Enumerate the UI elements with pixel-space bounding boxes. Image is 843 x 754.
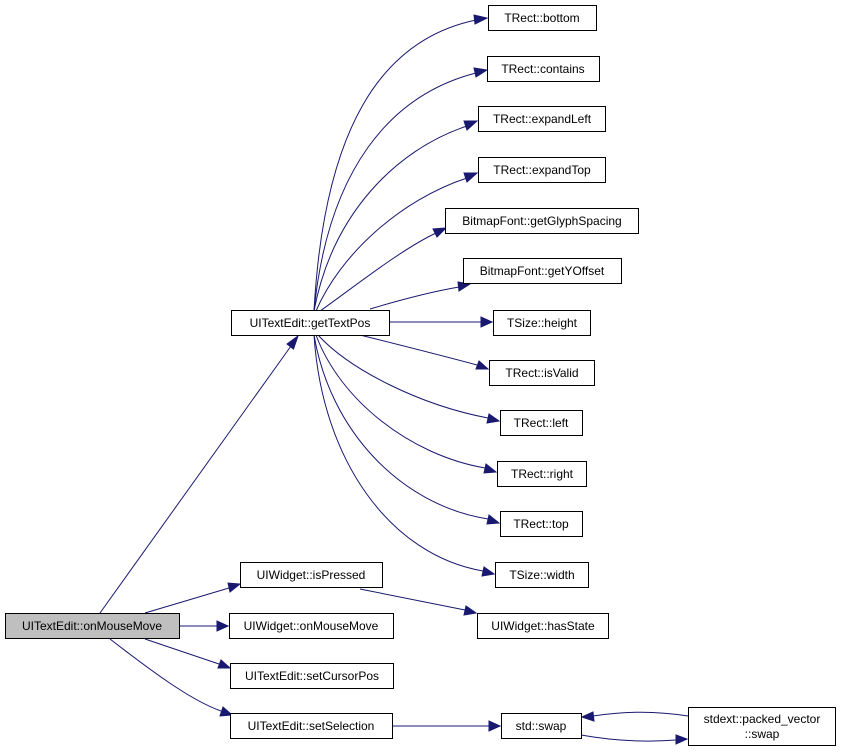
node-uiwidget-hasstate[interactable]: UIWidget::hasState <box>477 613 609 639</box>
node-uiwidget-ispressed[interactable]: UIWidget::isPressed <box>240 562 383 588</box>
node-label: UITextEdit::setSelection <box>248 719 375 733</box>
edge-swap-packedvector <box>580 734 677 742</box>
node-label: std::swap <box>516 719 567 733</box>
arrow-isvalid <box>475 360 490 370</box>
edge-gettextpos-top <box>313 334 489 520</box>
edge-gettextpos-bottom <box>313 19 477 312</box>
node-label: TRect::top <box>513 517 569 531</box>
node-label: TRect::expandTop <box>493 163 591 177</box>
arrow-expandtop <box>463 172 479 183</box>
node-uiwidget-onmousemove[interactable]: UIWidget::onMouseMove <box>229 613 394 639</box>
node-label-line2: ::swap <box>745 727 780 741</box>
node-trect-bottom[interactable]: TRect::bottom <box>488 5 597 31</box>
node-trect-isvalid[interactable]: TRect::isValid <box>489 360 595 386</box>
node-label: TSize::width <box>509 568 574 582</box>
arrow-ispressed <box>227 582 242 593</box>
node-label: UIWidget::onMouseMove <box>244 619 379 633</box>
node-label: TRect::bottom <box>504 11 579 25</box>
arrow-contains <box>473 67 489 78</box>
edge-gettextpos-expandleft <box>313 125 468 312</box>
arrow-widgetonmousemove <box>216 620 230 632</box>
arrow-gettextpos <box>286 334 299 350</box>
arrow-hasstate <box>463 605 478 616</box>
node-stdext-packed-vector-swap[interactable]: stdext::packed_vector ::swap <box>688 707 836 746</box>
node-label: TSize::height <box>507 316 578 330</box>
node-label: TRect::isValid <box>505 366 578 380</box>
node-trect-contains[interactable]: TRect::contains <box>487 56 600 82</box>
node-label: UIWidget::hasState <box>491 619 595 633</box>
node-std-swap[interactable]: std::swap <box>501 713 582 739</box>
edge-gettextpos-contains <box>313 72 477 312</box>
node-label: TRect::left <box>514 416 569 430</box>
edge-gettextpos-expandtop <box>315 177 468 312</box>
node-tsize-width[interactable]: TSize::width <box>495 562 589 588</box>
edge-packedvector-swap <box>592 711 689 717</box>
edge-onmousemove-setcursorpos <box>144 638 220 665</box>
edge-gettextpos-left <box>317 334 489 419</box>
node-trect-right[interactable]: TRect::right <box>497 461 587 487</box>
node-uitextedit-setcursorpos[interactable]: UITextEdit::setCursorPos <box>230 663 394 689</box>
edge-gettextpos-getyoffset <box>369 286 460 310</box>
arrow-swap-back <box>580 711 595 722</box>
arrow-expandleft <box>463 120 479 131</box>
arrow-left <box>486 413 501 424</box>
edge-ispressed-hasstate <box>359 588 466 611</box>
node-trect-left[interactable]: TRect::left <box>500 410 583 436</box>
node-label: TRect::expandLeft <box>493 112 592 126</box>
node-label: UITextEdit::onMouseMove <box>22 619 162 633</box>
node-label: TRect::right <box>511 467 574 481</box>
arrow-swap <box>488 720 502 732</box>
arrow-setselection <box>219 706 234 717</box>
edge-gettextpos-isvalid <box>359 334 478 366</box>
node-uitextedit-setselection[interactable]: UITextEdit::setSelection <box>230 713 393 739</box>
arrow-bottom <box>473 14 489 25</box>
node-label: UITextEdit::setCursorPos <box>245 669 379 683</box>
node-label: BitmapFont::getGlyphSpacing <box>462 214 621 228</box>
edge-gettextpos-right <box>315 334 486 469</box>
node-tsize-height[interactable]: TSize::height <box>493 310 591 336</box>
arrow-top <box>486 514 501 525</box>
node-label: TRect::contains <box>501 62 584 76</box>
node-trect-expandleft[interactable]: TRect::expandLeft <box>478 106 606 132</box>
edge-gettextpos-getglyphspacing <box>319 232 437 312</box>
node-gettextpos[interactable]: UITextEdit::getTextPos <box>231 310 390 336</box>
arrow-packedvector <box>675 734 689 745</box>
node-bitmapfont-getglyphspacing[interactable]: BitmapFont::getGlyphSpacing <box>445 208 639 234</box>
edge-onmousemove-setselection <box>109 638 222 712</box>
arrow-getglyphspacing <box>432 227 448 238</box>
arrow-height <box>480 316 494 328</box>
node-onmousemove-root[interactable]: UITextEdit::onMouseMove <box>5 613 180 639</box>
node-trect-expandtop[interactable]: TRect::expandTop <box>478 157 606 183</box>
node-label: UIWidget::isPressed <box>257 568 366 582</box>
arrow-width <box>481 566 496 577</box>
node-trect-top[interactable]: TRect::top <box>500 511 583 537</box>
edge-onmousemove-ispressed <box>144 587 230 614</box>
node-label: BitmapFont::getYOffset <box>480 264 605 278</box>
node-bitmapfont-getyoffset[interactable]: BitmapFont::getYOffset <box>463 258 622 284</box>
node-label-line1: stdext::packed_vector <box>704 712 821 726</box>
node-label: UITextEdit::getTextPos <box>250 316 371 330</box>
arrow-right <box>483 463 498 474</box>
edge-onmousemove-gettextpos <box>99 345 292 614</box>
edge-gettextpos-width <box>313 334 484 572</box>
arrow-setcursorpos <box>217 659 232 669</box>
